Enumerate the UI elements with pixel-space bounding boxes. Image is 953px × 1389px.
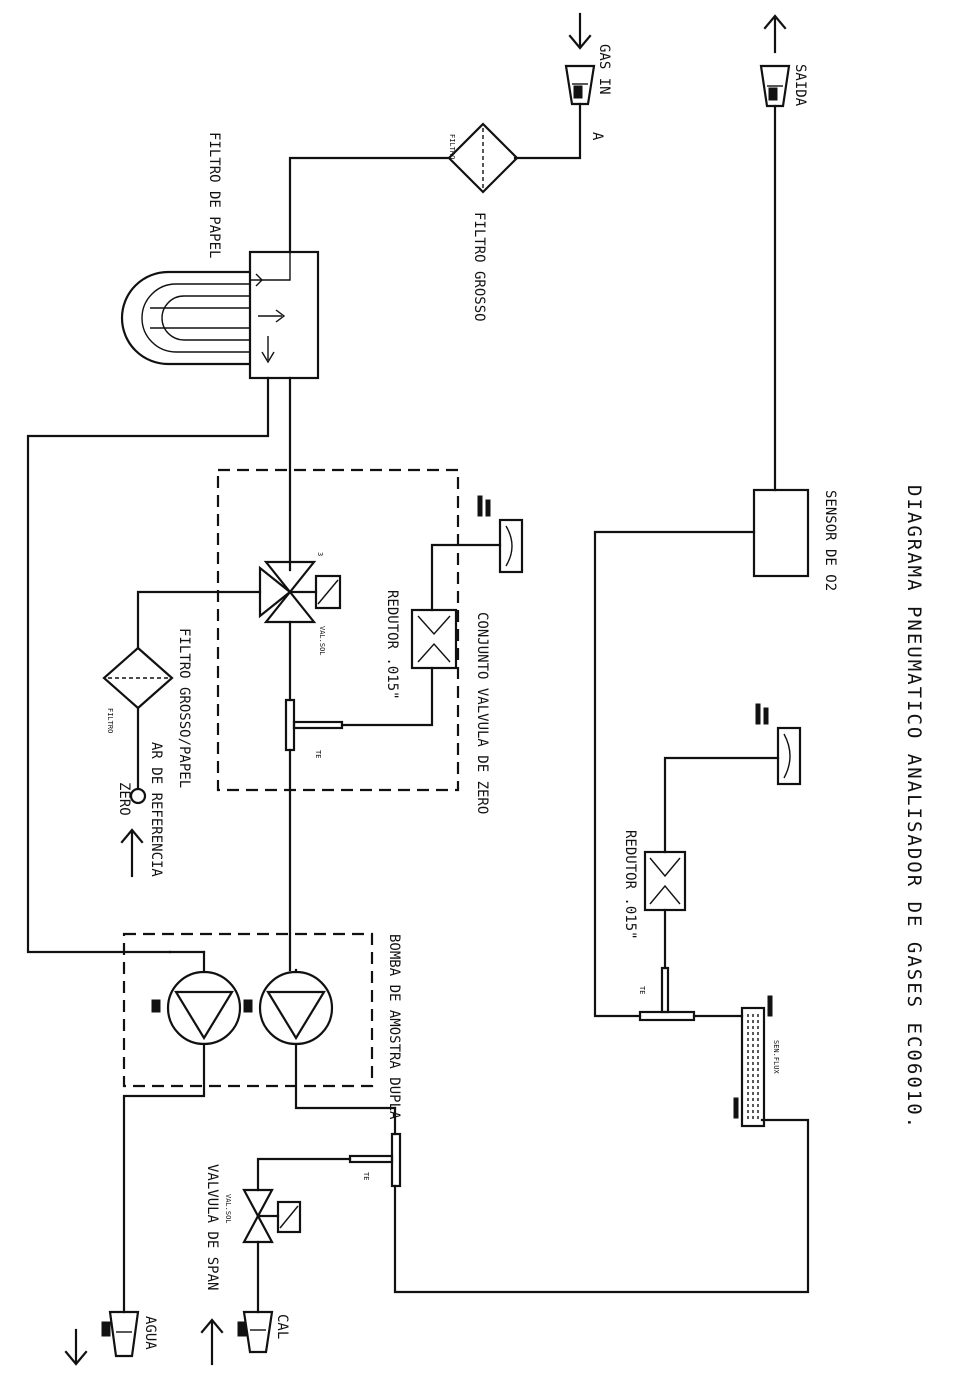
svg-text:FILTRO: FILTRO	[106, 708, 114, 733]
hose-connector-icon	[101, 1310, 140, 1358]
svg-text:TE: TE	[638, 986, 646, 994]
filtro-grosso-papel-label: FILTRO GROSSO/PAPEL	[176, 628, 192, 788]
arrow-up-icon	[200, 1318, 224, 1366]
filter-icon	[102, 646, 174, 710]
filter-icon	[447, 122, 519, 194]
pump-assembly-box	[122, 932, 374, 1088]
conjunto-valvula-zero-label: CONJUNTO VALVULA DE ZERO	[474, 612, 490, 814]
arrow-down-icon	[64, 1328, 88, 1366]
redutor-1-label: REDUTOR .015"	[384, 590, 400, 700]
filtro-papel-label: FILTRO DE PAPEL	[206, 132, 222, 258]
svg-text:VAL.SOL: VAL.SOL	[224, 1194, 232, 1224]
paper-filter	[120, 250, 320, 380]
arrow-up-icon	[763, 14, 787, 54]
pump-icon	[166, 970, 242, 1046]
tee-fitting-icon	[638, 966, 696, 1022]
filtro-grosso-label: FILTRO GROSSO	[471, 212, 487, 322]
bomba-label: BOMBA DE AMOSTRA DUPLA	[386, 934, 402, 1120]
gauge-icon	[755, 703, 802, 786]
svg-text:SEN.FLUX: SEN.FLUX	[772, 1040, 780, 1075]
arrow-down-icon	[568, 12, 592, 50]
tee-fitting-icon	[284, 698, 344, 752]
restrictor-icon	[410, 608, 458, 670]
solenoid-valve-icon	[242, 1188, 302, 1244]
saida-label: SAIDA	[792, 64, 808, 107]
restrictor-icon	[643, 850, 687, 912]
svg-text:TE: TE	[314, 750, 322, 758]
zero-label: ZERO	[116, 782, 132, 816]
pump-icon	[258, 970, 334, 1046]
valvula-span-label: VALVULA DE SPAN	[204, 1164, 220, 1290]
arrow-up-icon	[120, 828, 144, 878]
agua-label: AGUA	[142, 1316, 158, 1350]
point-a-label: A	[589, 132, 605, 141]
svg-text:3: 3	[316, 552, 324, 556]
hose-connector-icon	[237, 1310, 274, 1354]
solenoid-valve-icon	[258, 560, 342, 624]
zero-port-icon	[129, 787, 147, 805]
sensor-o2-label: SENSOR DE O2	[822, 490, 838, 591]
zero-valve-assembly-box	[216, 468, 460, 792]
o2-sensor	[752, 488, 810, 578]
redutor-2-label: REDUTOR .015"	[622, 830, 638, 940]
gauge-icon	[477, 495, 524, 574]
diagram-title: DIAGRAMA PNEUMATICO ANALISADOR DE GASES …	[903, 485, 925, 1130]
gas-in-label: GAS IN	[596, 44, 612, 95]
hose-connector-icon	[564, 64, 596, 106]
tee-fitting-icon	[348, 1132, 402, 1188]
svg-text:FILTRO: FILTRO	[448, 134, 456, 159]
capillary-tube	[733, 995, 773, 1128]
svg-text:TE: TE	[362, 1172, 370, 1180]
svg-text:VAL.SOL: VAL.SOL	[318, 626, 326, 656]
hose-connector-icon	[759, 64, 791, 108]
cal-label: CAL	[274, 1314, 290, 1339]
ar-referencia-label: AR DE REFERENCIA	[148, 742, 164, 877]
